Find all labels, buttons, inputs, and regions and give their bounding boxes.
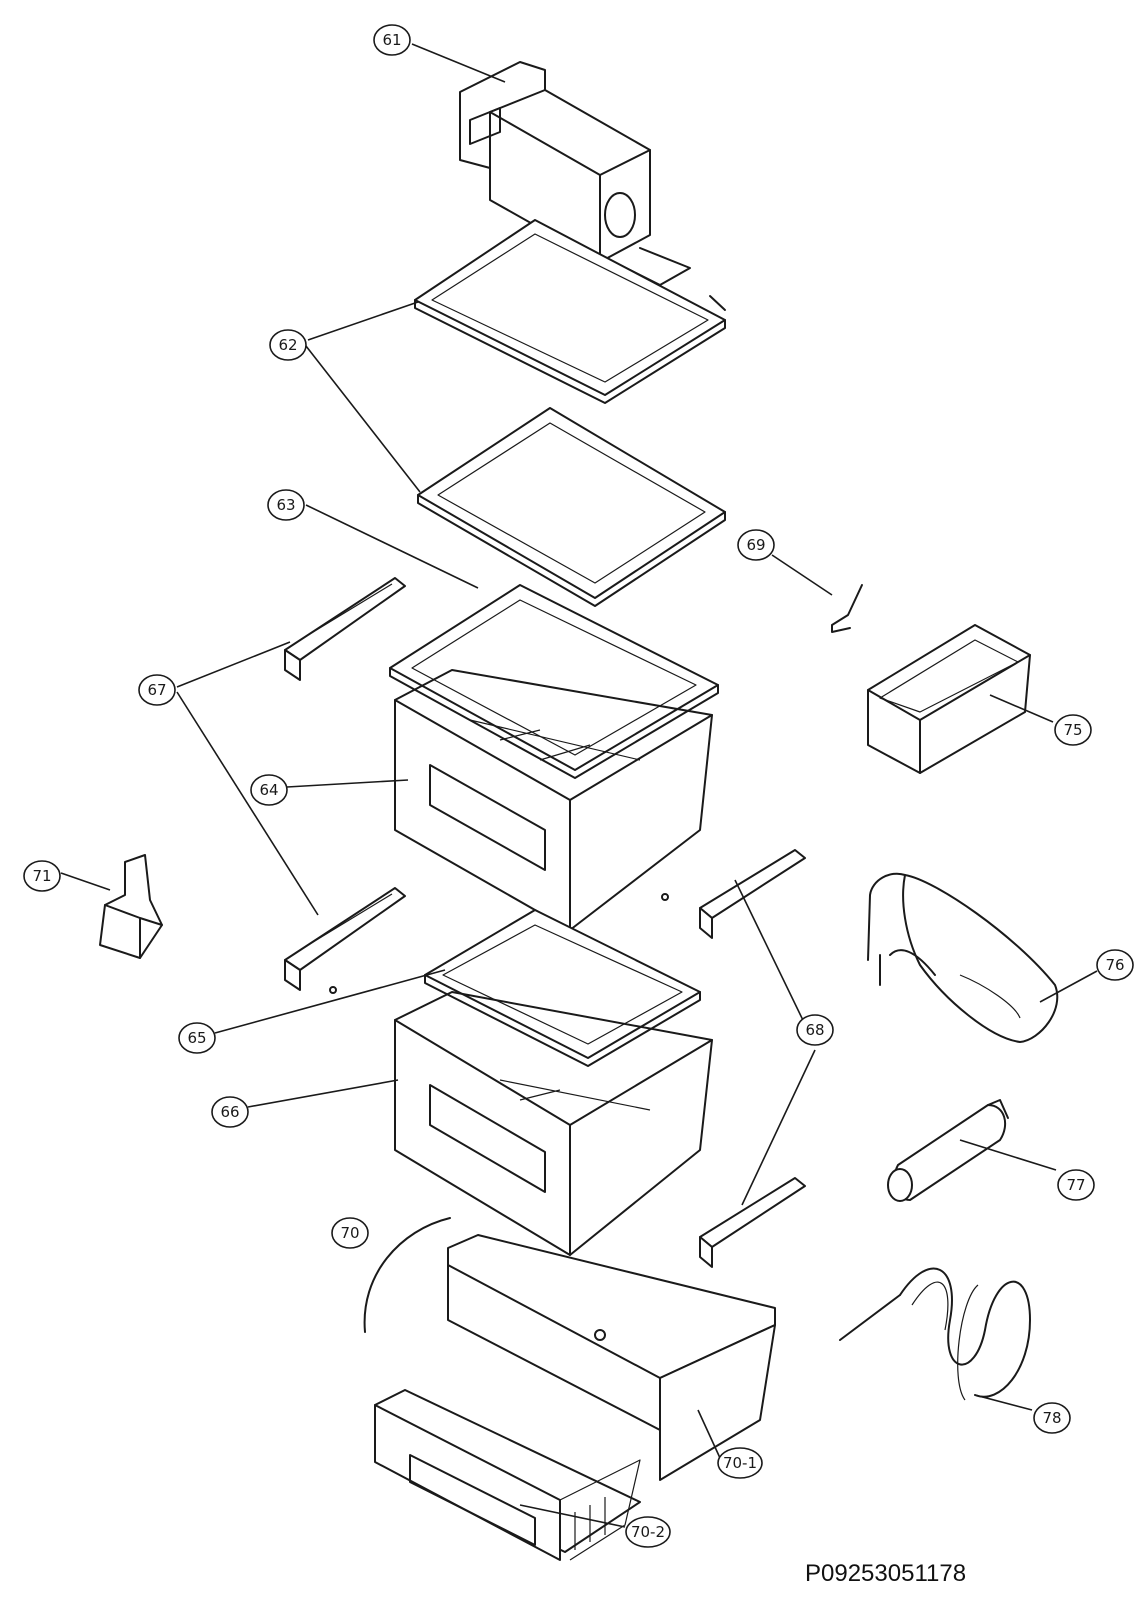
part-66-crisper-drawer: [394, 991, 713, 1256]
callout-label: 77: [1066, 1176, 1085, 1194]
callout-71: 71: [23, 860, 61, 892]
callout-70-1: 70-1: [717, 1447, 763, 1479]
callout-75: 75: [1054, 714, 1092, 746]
part-70-drawer-assembly: [363, 1217, 776, 1561]
part-75-door-bin: [867, 624, 1031, 774]
callout-label: 70-2: [631, 1523, 665, 1541]
callout-label: 69: [746, 536, 765, 554]
callout-76: 76: [1096, 949, 1134, 981]
callout-63: 63: [267, 489, 305, 521]
part-68-slide-rails: [661, 849, 806, 1268]
part-78-water-tube: [839, 1267, 1031, 1401]
callout-label: 65: [187, 1029, 206, 1047]
callout-67: 67: [138, 674, 176, 706]
callout-70: 70: [331, 1217, 369, 1249]
document-code: P09253051178: [805, 1560, 967, 1587]
part-63-crisper-cover: [389, 584, 719, 779]
callout-68: 68: [796, 1014, 834, 1046]
part-76-water-tank: [867, 872, 1059, 1043]
callout-label: 71: [32, 867, 51, 885]
callout-77: 77: [1057, 1169, 1095, 1201]
callout-label: 67: [147, 681, 166, 699]
callout-label: 76: [1105, 956, 1124, 974]
callout-70-2: 70-2: [625, 1516, 671, 1548]
callout-78: 78: [1033, 1402, 1071, 1434]
part-64-crisper-drawer: [394, 669, 713, 931]
part-67-slide-rails: [284, 577, 406, 994]
callout-62: 62: [269, 329, 307, 361]
part-62-glass-shelf: [417, 407, 726, 607]
part-69-bracket: [831, 584, 863, 633]
callout-61: 61: [373, 24, 411, 56]
callout-label: 63: [276, 496, 295, 514]
part-61-control-box: [459, 61, 691, 286]
callout-label: 66: [220, 1103, 239, 1121]
callout-69: 69: [737, 529, 775, 561]
callout-label: 68: [805, 1021, 824, 1039]
callout-label: 70-1: [723, 1454, 757, 1472]
part-62-upper-shelf: [414, 219, 726, 404]
callout-66: 66: [211, 1096, 249, 1128]
callout-label: 61: [382, 31, 401, 49]
callout-label: 78: [1042, 1409, 1061, 1427]
part-71-funnel: [99, 854, 163, 959]
part-77-water-filter: [887, 1099, 1009, 1202]
leader-lines: [60, 43, 1098, 1528]
callout-label: 75: [1063, 721, 1082, 739]
callout-64: 64: [250, 774, 288, 806]
callout-65: 65: [178, 1022, 216, 1054]
callout-label: 64: [259, 781, 278, 799]
part-65-crisper-cover: [424, 909, 701, 1067]
callout-label: 70: [340, 1224, 359, 1242]
callout-label: 62: [278, 336, 297, 354]
